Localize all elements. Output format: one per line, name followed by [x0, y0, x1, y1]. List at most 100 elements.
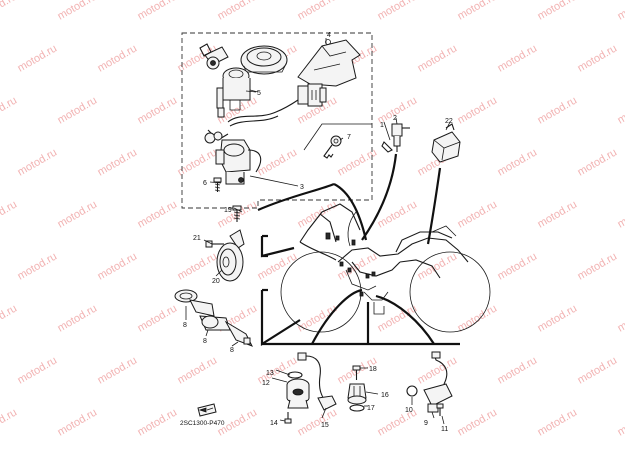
- watermark-text: motod.ru: [296, 406, 340, 438]
- part-oring-12: [287, 371, 303, 379]
- callout-9: 9: [424, 420, 428, 427]
- watermark-text: motod.ru: [56, 0, 100, 23]
- watermark-text: motod.ru: [136, 0, 180, 23]
- watermark-text: motod.ru: [0, 198, 19, 230]
- part-seat-lock-bracket: [297, 39, 361, 87]
- callout-1: 1: [380, 122, 384, 129]
- watermark-text: motod.ru: [416, 42, 460, 74]
- part-bolt-11: [436, 403, 444, 416]
- callout-11: 11: [441, 426, 448, 433]
- callout-10: 10: [405, 407, 413, 414]
- watermark-text: motod.ru: [536, 0, 580, 23]
- watermark-text: motod.ru: [536, 198, 580, 230]
- part-key: [323, 135, 342, 159]
- watermark-text: motod.ru: [16, 146, 60, 178]
- watermark-text: motod.ru: [616, 198, 625, 230]
- part-bolt-21: [205, 240, 224, 248]
- watermark-text: motod.ru: [576, 42, 620, 74]
- watermark-text: motod.ru: [16, 250, 60, 282]
- part-handlebar-switch-c: [224, 320, 254, 347]
- watermark-text: motod.ru: [456, 406, 500, 438]
- part-horn: [216, 229, 245, 282]
- watermark-text: motod.ru: [56, 302, 100, 334]
- callout-leaders: [185, 90, 451, 425]
- watermark-text: motod.ru: [536, 302, 580, 334]
- watermark-text: motod.ru: [416, 354, 460, 386]
- callout-8-b: 8: [203, 338, 207, 345]
- part-sensor-16: [347, 383, 367, 405]
- callout-22: 22: [445, 118, 453, 125]
- watermark-text: motod.ru: [0, 406, 19, 438]
- watermark-text: motod.ru: [616, 0, 625, 23]
- front-direction-arrow-icon: [197, 403, 217, 417]
- callout-6: 6: [203, 180, 207, 187]
- callout-12: 12: [262, 380, 270, 387]
- watermark-text: motod.ru: [616, 94, 625, 126]
- callout-19: 19: [224, 207, 232, 214]
- part-bolt-14: [284, 412, 292, 424]
- watermark-text: motod.ru: [56, 406, 100, 438]
- watermark-text: motod.ru: [456, 94, 500, 126]
- callout-20: 20: [212, 278, 220, 285]
- part-lock-cylinder: [199, 43, 229, 70]
- callout-13: 13: [266, 370, 274, 377]
- watermark-text: motod.ru: [456, 0, 500, 23]
- part-handlebar-switch-a: [174, 289, 215, 317]
- watermark-text: motod.ru: [496, 250, 540, 282]
- callout-14: 14: [270, 420, 278, 427]
- callout-numbers: 1 2 3 4 5 6 7 8 8 8 9 10 11 12 13 14 15 …: [183, 32, 453, 433]
- callout-16: 16: [381, 392, 389, 399]
- watermark-text: motod.ru: [576, 146, 620, 178]
- part-fuel-cap: [240, 45, 288, 75]
- watermark-text: motod.ru: [56, 198, 100, 230]
- watermark-text: motod.ru: [536, 94, 580, 126]
- leader-lines: [257, 153, 460, 346]
- watermark-text: motod.ru: [0, 302, 19, 334]
- part-switch-body-12: [286, 378, 310, 409]
- part-bolt-6: [213, 177, 222, 192]
- watermark-text: motod.ru: [256, 146, 300, 178]
- watermark-text: motod.ru: [576, 250, 620, 282]
- watermark-text: motod.ru: [56, 94, 100, 126]
- component-location-markers: [325, 232, 376, 297]
- watermark-text: motod.ru: [456, 198, 500, 230]
- watermark-text: motod.ru: [496, 354, 540, 386]
- watermark-text: motod.ru: [336, 146, 380, 178]
- callout-4: 4: [327, 32, 331, 39]
- watermark-text: motod.ru: [96, 354, 140, 386]
- callout-17: 17: [367, 405, 375, 412]
- watermark-text: motod.ru: [296, 0, 340, 23]
- callout-21: 21: [193, 235, 201, 242]
- watermark-text: motod.ru: [96, 250, 140, 282]
- watermark-text: motod.ru: [616, 406, 625, 438]
- motorcycle-outline: [280, 203, 491, 333]
- part-sensor-9: [423, 351, 453, 413]
- watermark-text: motod.ru: [0, 94, 19, 126]
- watermark-text: motod.ru: [376, 0, 420, 23]
- watermark-text: motod.ru: [136, 198, 180, 230]
- watermark-text: motod.ru: [136, 302, 180, 334]
- ignition-kit-dashed-box: [181, 32, 373, 209]
- callout-7: 7: [347, 134, 351, 141]
- part-washer-1: [381, 141, 393, 153]
- watermark-text: motod.ru: [96, 146, 140, 178]
- part-bolt-19: [232, 205, 242, 222]
- watermark-text: motod.ru: [416, 250, 460, 282]
- watermark-text: motod.ru: [136, 94, 180, 126]
- part-sensor-13: [297, 352, 337, 411]
- part-oring-17: [349, 404, 365, 412]
- watermark-text: motod.ru: [576, 354, 620, 386]
- watermark-text: motod.ru: [16, 42, 60, 74]
- watermark-text: motod.ru: [96, 42, 140, 74]
- part-lower-switch-assembly: [204, 129, 262, 185]
- watermark-text: motod.ru: [616, 302, 625, 334]
- diagram-code-label: 2SC1300-P470: [180, 420, 225, 427]
- callout-3: 3: [300, 184, 304, 191]
- watermark-text: motod.ru: [136, 406, 180, 438]
- callout-2: 2: [393, 115, 397, 122]
- watermark-text: motod.ru: [536, 406, 580, 438]
- callout-8-a: 8: [183, 322, 187, 329]
- watermark-text: motod.ru: [336, 250, 380, 282]
- part-wire-harness-connector: [227, 83, 327, 127]
